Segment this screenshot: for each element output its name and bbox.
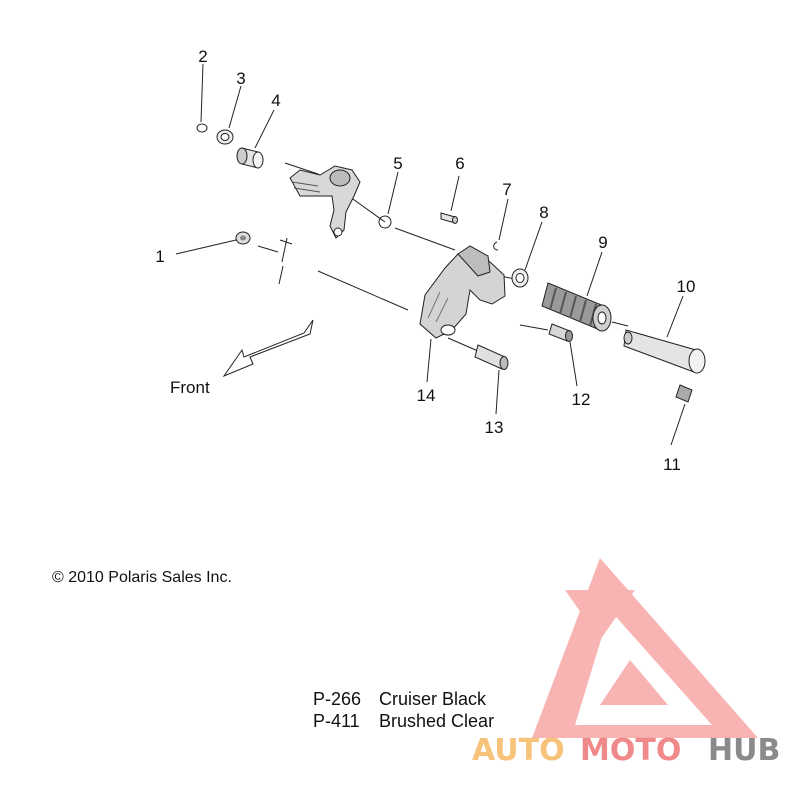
- part-13-bolt: [474, 344, 509, 370]
- callout-14: 14: [417, 386, 436, 405]
- part-14-bracket: [419, 245, 506, 339]
- finish-row: P-411 Brushed Clear: [313, 710, 494, 732]
- callout-7: 7: [502, 180, 511, 199]
- watermark-auto: AUTO: [472, 733, 565, 768]
- part-shift-arm: [289, 165, 361, 239]
- callout-8: 8: [539, 203, 548, 222]
- part-4-bushing: [236, 147, 264, 169]
- finish-legend: P-266 Cruiser Black P-411 Brushed Clear: [313, 688, 494, 732]
- watermark-moto: MOTO: [580, 733, 681, 768]
- callout-10: 10: [677, 277, 696, 296]
- part-1-nut: [235, 231, 251, 245]
- watermark-logo: [532, 558, 758, 738]
- callout-6: 6: [455, 154, 464, 173]
- callout-11: 11: [663, 455, 681, 474]
- part-7-clip: [493, 241, 499, 251]
- watermark-m-notch: [565, 590, 635, 640]
- callout-2: 2: [198, 47, 207, 66]
- part-5-o-ring: [378, 215, 392, 229]
- part-11-set-screw: [675, 384, 693, 403]
- finish-code: P-411: [313, 711, 360, 731]
- front-label: Front: [170, 378, 210, 397]
- callout-12: 12: [572, 390, 591, 409]
- callout-1: 1: [155, 247, 164, 266]
- callout-3: 3: [236, 69, 245, 88]
- watermark-wordmark: AUTO MOTO HUB: [472, 733, 780, 768]
- finish-name: Cruiser Black: [379, 689, 487, 709]
- part-9-rubber-grip: [541, 282, 612, 332]
- part-10-peg: [623, 329, 706, 374]
- finish-row: P-266 Cruiser Black: [313, 688, 494, 710]
- watermark-hub: HUB: [708, 733, 780, 768]
- finish-name: Brushed Clear: [379, 711, 495, 731]
- part-8-washer: [511, 268, 529, 288]
- callout-5: 5: [393, 154, 402, 173]
- part-6-pin: [440, 212, 458, 224]
- copyright-text: © 2010 Polaris Sales Inc.: [52, 569, 232, 586]
- part-3-washer: [216, 129, 234, 145]
- leader-lines: [175, 63, 686, 446]
- part-2-snap-ring: [196, 123, 208, 133]
- front-arrow: [222, 319, 314, 378]
- watermark-g-mark: [600, 660, 668, 705]
- callout-13: 13: [485, 418, 504, 437]
- finish-code: P-266: [313, 689, 362, 709]
- part-12-pin: [548, 323, 573, 342]
- callout-4: 4: [271, 91, 280, 110]
- callout-9: 9: [598, 233, 607, 252]
- callout-numbers: 1 2 3 4 5 6 7 8 9 10 11 12 13 14: [155, 47, 695, 474]
- axis-line-top-left: [284, 162, 319, 175]
